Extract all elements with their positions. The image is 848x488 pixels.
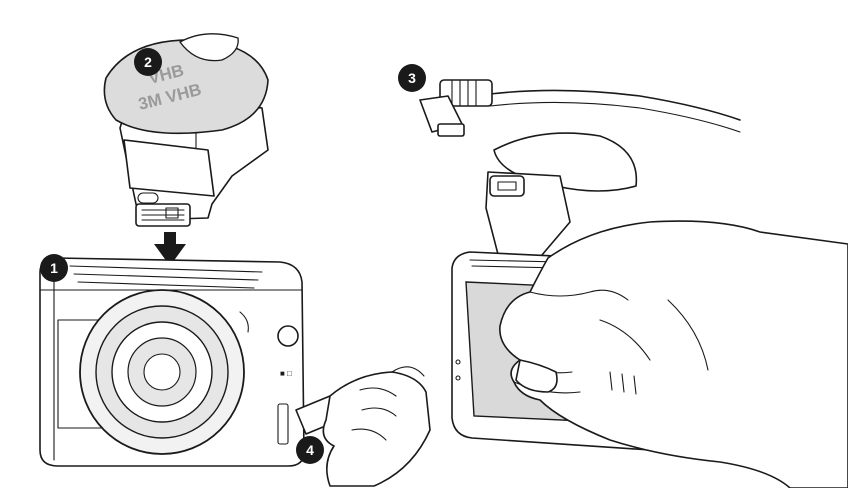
svg-text:4: 4 (306, 442, 314, 458)
hand-inserting-card (295, 366, 431, 487)
svg-text:3: 3 (408, 70, 416, 86)
svg-text:2: 2 (144, 54, 152, 70)
power-cable (419, 79, 741, 137)
down-arrow-icon (154, 232, 186, 266)
callout-4: 4 (296, 436, 324, 464)
camera-mark: ■ □ (280, 369, 292, 378)
top-vent (69, 265, 263, 289)
svg-text:1: 1 (50, 260, 58, 276)
callout-1: 1 (40, 254, 68, 282)
adhesive-mount: VHB 3M VHB (103, 33, 269, 227)
hand-pressing-mount (499, 220, 848, 488)
side-button (277, 325, 299, 347)
sd-slot (277, 403, 289, 445)
dash-camera: ■ □ (39, 257, 305, 467)
callout-3: 3 (398, 64, 426, 92)
camera-lens (79, 289, 245, 455)
callout-2: 2 (134, 48, 162, 76)
